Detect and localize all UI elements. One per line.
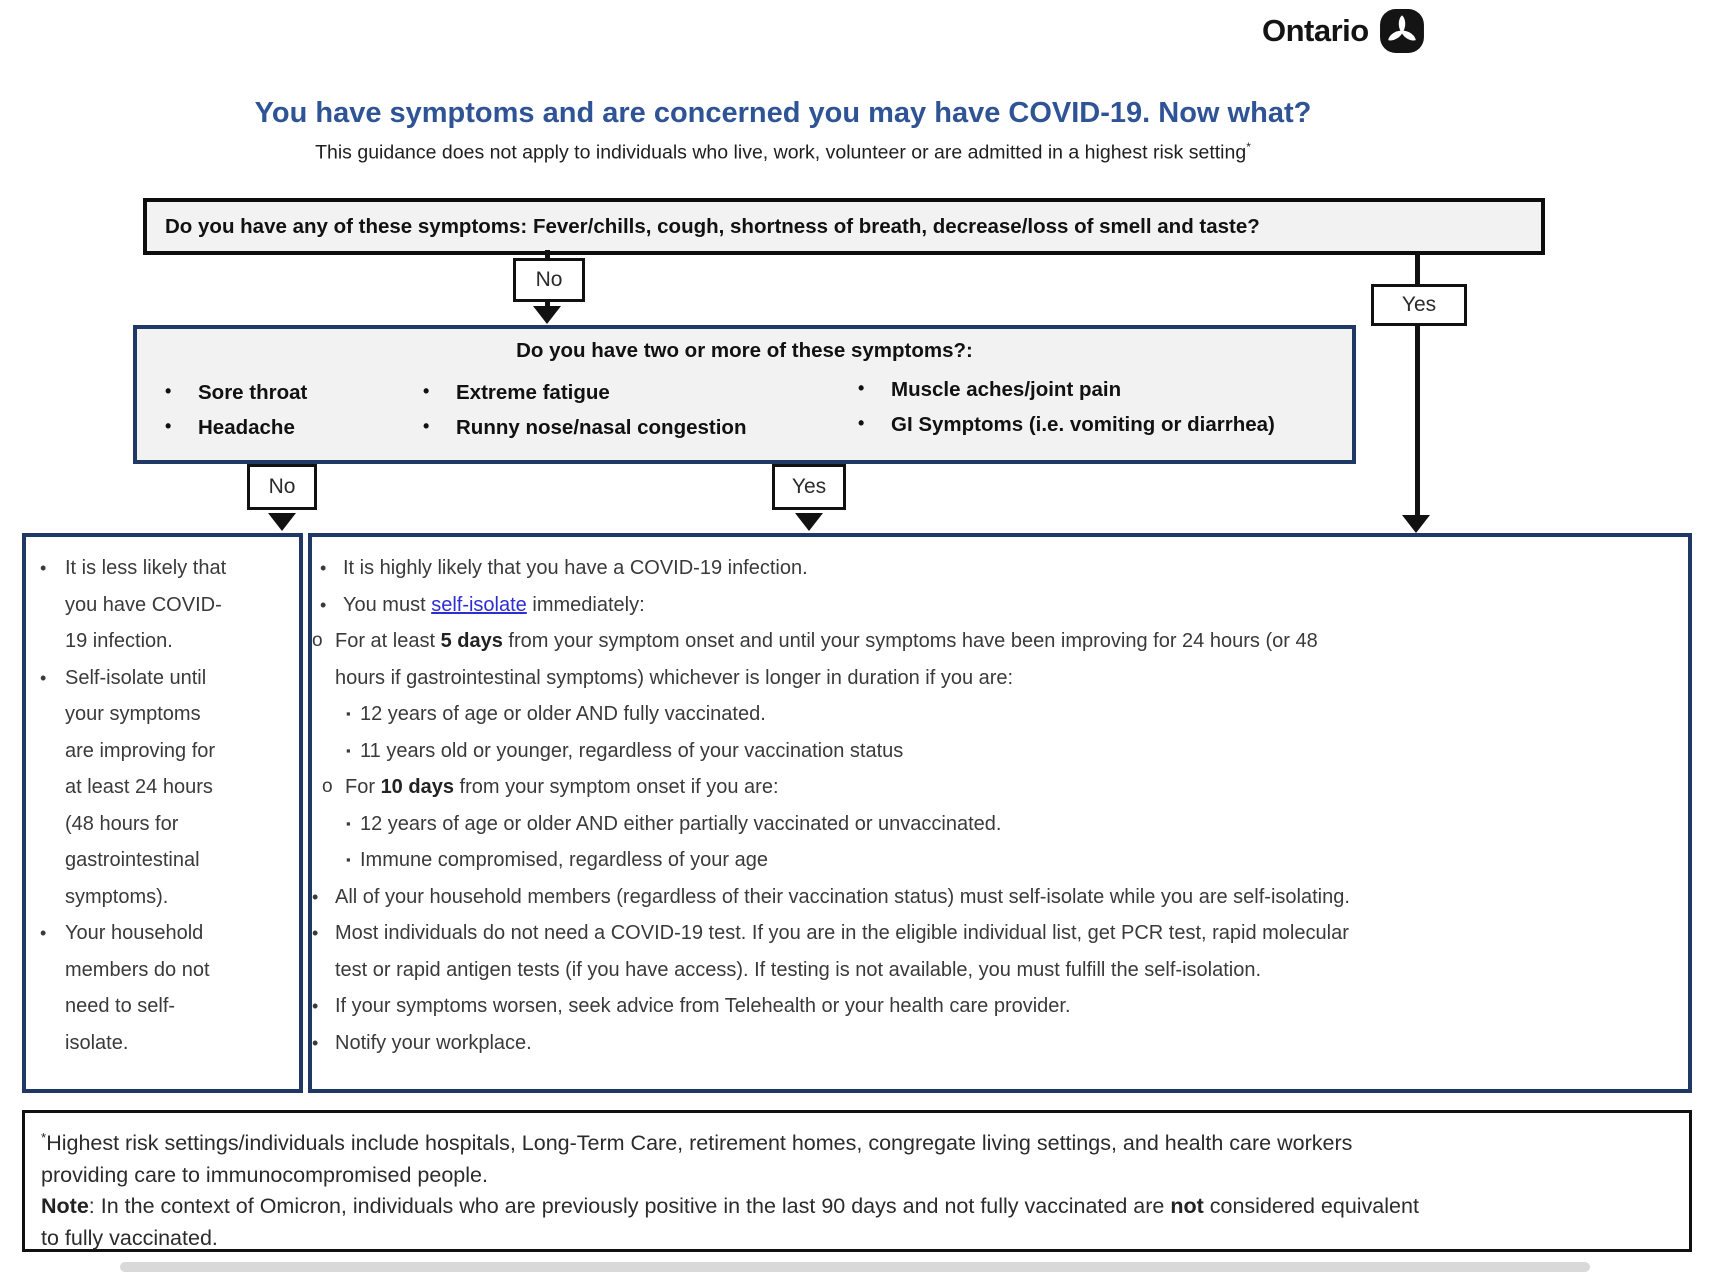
symptom-sore-throat: •Sore throat <box>165 381 308 404</box>
yes-outcome-item: ▪ 12 years of age or older AND either par… <box>312 806 1680 843</box>
footnote-box: *Highest risk settings/individuals inclu… <box>22 1110 1692 1252</box>
yes-outcome-text: Most individuals do not need a COVID-19 … <box>335 922 1349 981</box>
bullet-icon: • <box>312 923 319 943</box>
bullet-icon: • <box>40 923 47 943</box>
yes-label-2-text: Yes <box>791 475 827 498</box>
yes-outcome-text: You must self-isolate immediately: <box>343 593 645 616</box>
no-label-1: No <box>513 258 585 302</box>
bullet-icon: • <box>165 416 172 436</box>
bullet-icon: • <box>858 413 865 433</box>
square-bullet-icon: ▪ <box>346 742 351 758</box>
symptom-headache: •Headache <box>165 416 295 439</box>
yes-outcome-item: ▪ Immune compromised, regardless of your … <box>312 842 1680 879</box>
arrowhead-yes-2 <box>795 513 823 531</box>
ontario-logo: Ontario <box>1262 8 1425 54</box>
no-outcome-item: • Self-isolate until your symptoms are im… <box>26 660 291 916</box>
yes-outcome-item: ▪ 11 years old or younger, regardless of … <box>312 733 1680 770</box>
no-label-1-text: No <box>535 268 563 291</box>
square-bullet-icon: ▪ <box>346 852 351 867</box>
square-bullet-icon: ▪ <box>346 815 351 831</box>
yes-outcome-item: ▪ 12 years of age or older AND fully vacc… <box>312 696 1680 733</box>
yes-outcome-text: All of your household members (regardles… <box>335 885 1350 908</box>
question-2-text: Do you have two or more of these symptom… <box>516 339 973 362</box>
yes-outcome-item: • It is highly likely that you have a COV… <box>312 550 1680 587</box>
no-outcome-text: Your household members do not need to se… <box>65 922 210 1054</box>
yes-outcome-item: • If your symptoms worsen, seek advice fr… <box>312 988 1680 1025</box>
circle-bullet-icon: o <box>312 630 323 651</box>
ontario-wordmark: Ontario <box>1262 13 1369 48</box>
yes-outcome-box: • It is highly likely that you have a COV… <box>308 533 1692 1093</box>
superscript-asterisk: * <box>1246 140 1251 154</box>
bullet-icon: • <box>312 886 319 907</box>
yes-label-1: Yes <box>1371 284 1467 326</box>
square-bullet-icon: ▪ <box>346 706 351 721</box>
superscript-asterisk: * <box>41 1130 47 1145</box>
bullet-icon: • <box>320 594 327 615</box>
yes-outcome-item: • Most individuals do not need a COVID-19… <box>312 915 1680 988</box>
yes-outcome-text: For at least 5 days from your symptom on… <box>335 630 1318 689</box>
symptom-muscle-aches: •Muscle aches/joint pain <box>858 378 1122 401</box>
bullet-icon: • <box>165 381 172 401</box>
no-outcome-text: It is less likely that you have COVID- 1… <box>65 557 227 652</box>
circle-bullet-icon: o <box>322 776 333 797</box>
yes-outcome-text: 12 years of age or older AND fully vacci… <box>360 703 766 725</box>
arrowhead-yes-1 <box>1402 515 1430 533</box>
question-1-box: Do you have any of these symptoms: Fever… <box>143 198 1545 255</box>
yes-outcome-item: • All of your household members (regardle… <box>312 879 1680 916</box>
bullet-icon: • <box>312 996 319 1016</box>
bullet-icon: • <box>423 381 430 401</box>
yes-outcome-text: Immune compromised, regardless of your a… <box>360 849 768 871</box>
yes-label-1-text: Yes <box>1401 293 1437 316</box>
yes-label-2: Yes <box>772 464 846 510</box>
yes-outcome-text: For 10 days from your symptom onset if y… <box>345 776 779 798</box>
yes-outcome-text: 12 years of age or older AND either part… <box>360 812 1002 835</box>
bottom-divider <box>120 1262 1590 1272</box>
footnote-omicron-note: Note: In the context of Omicron, individ… <box>41 1194 1419 1250</box>
yes-outcome-item: • You must self-isolate immediately: <box>312 587 1680 624</box>
no-label-2-text: No <box>268 475 296 498</box>
no-outcome-item: • Your household members do not need to s… <box>26 915 291 1061</box>
yes-outcome-text: 11 years old or younger, regardless of y… <box>360 739 904 762</box>
no-label-2: No <box>247 464 317 510</box>
ontario-trillium-icon <box>1379 8 1425 54</box>
bullet-icon: • <box>423 416 430 436</box>
yes-outcome-text: It is highly likely that you have a COVI… <box>343 557 808 579</box>
page-title: You have symptoms and are concerned you … <box>254 97 1312 129</box>
footnote-highest-risk: *Highest risk settings/individuals inclu… <box>41 1130 1353 1187</box>
yes-outcome-item: • Notify your workplace. <box>312 1025 1680 1062</box>
bullet-icon: • <box>320 558 327 578</box>
self-isolate-link[interactable]: self-isolate <box>431 593 527 616</box>
yes-outcome-item: o For 10 days from your symptom onset if … <box>312 769 1680 806</box>
question-1-text: Do you have any of these symptoms: Fever… <box>165 214 1260 238</box>
symptom-extreme-fatigue: •Extreme fatigue <box>423 381 610 404</box>
no-outcome-box: • It is less likely that you have COVID- … <box>22 533 303 1093</box>
no-outcome-item: • It is less likely that you have COVID- … <box>26 550 291 660</box>
symptom-runny-nose: •Runny nose/nasal congestion <box>423 416 747 439</box>
arrowhead-no-1 <box>533 306 561 324</box>
page-subtitle: This guidance does not apply to individu… <box>315 140 1251 164</box>
bullet-icon: • <box>312 1032 319 1053</box>
yes-outcome-text: If your symptoms worsen, seek advice fro… <box>335 995 1071 1017</box>
symptom-gi-symptoms: •GI Symptoms (i.e. vomiting or diarrhea) <box>858 413 1275 436</box>
bullet-icon: • <box>858 378 865 398</box>
bullet-icon: • <box>40 667 47 688</box>
connector-no-1-line2 <box>545 300 550 310</box>
yes-outcome-item: o For at least 5 days from your symptom o… <box>312 623 1680 696</box>
bullet-icon: • <box>40 558 47 578</box>
connector-yes-1-line <box>1415 253 1420 518</box>
connector-no-1-line <box>545 250 550 262</box>
no-outcome-text: Self-isolate until your symptoms are imp… <box>65 666 216 908</box>
question-2-box: Do you have two or more of these symptom… <box>133 325 1356 464</box>
yes-outcome-text: Notify your workplace. <box>335 1031 532 1054</box>
arrowhead-no-2 <box>268 513 296 531</box>
